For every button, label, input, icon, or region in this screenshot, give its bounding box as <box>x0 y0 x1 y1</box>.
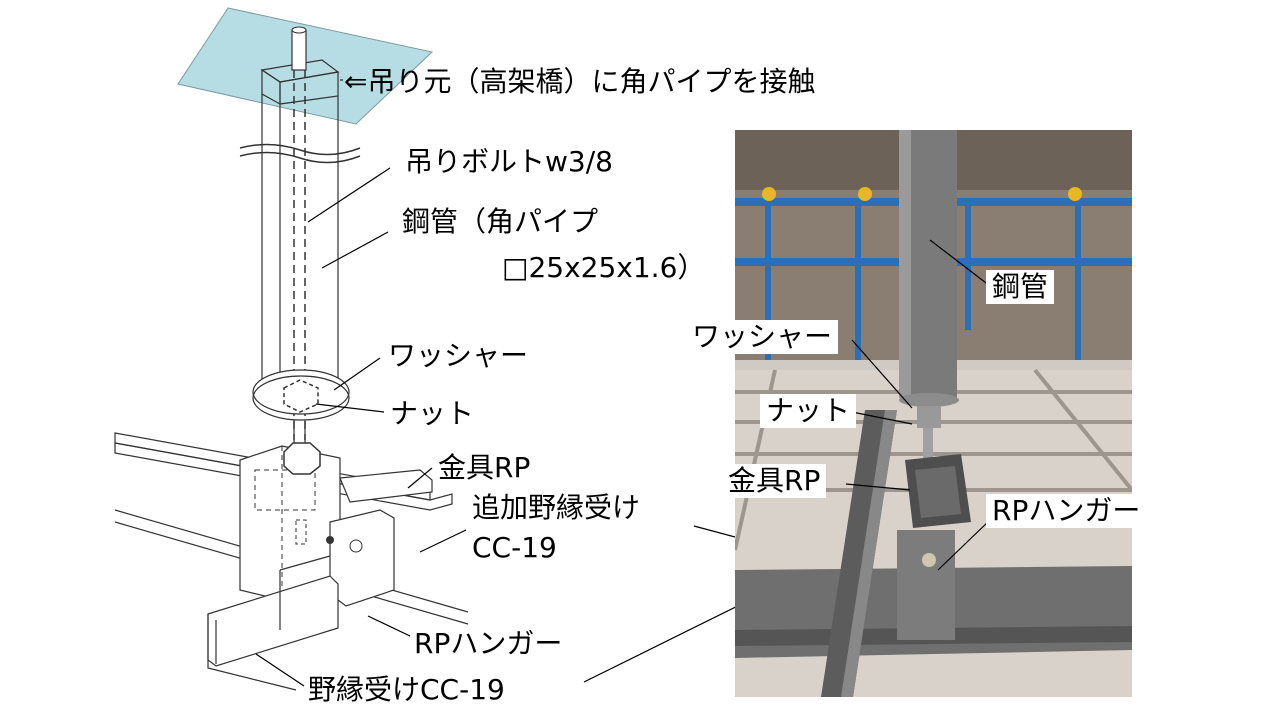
photo-label-nut: ナット <box>760 394 857 428</box>
label-bolt: 吊りボルトw3/8 <box>405 145 613 178</box>
label-additional-runner-line2: CC-19 <box>472 531 557 564</box>
label-top-note: ⇐吊り元（高架橋）に角パイプを接触 <box>344 65 816 98</box>
nut-shape <box>283 442 321 475</box>
photo-label-steel-pipe: 鋼管 <box>986 270 1055 304</box>
label-nut: ナット <box>390 397 475 430</box>
label-additional-runner-line1: 追加野縁受け <box>472 491 641 524</box>
washer-shape <box>252 369 350 415</box>
label-washer: ワッシャー <box>388 339 529 372</box>
bolt-top <box>291 29 307 71</box>
label-steel-pipe-line2: □25x25x1.6） <box>502 251 706 284</box>
photo-label-hanger: RPハンガー <box>986 494 1147 528</box>
photo-label-washer: ワッシャー <box>686 320 839 354</box>
label-hanger: RPハンガー <box>414 627 563 660</box>
photo-label-fitting: 金具RP <box>722 464 827 498</box>
label-runner: 野縁受けCC-19 <box>308 673 505 706</box>
label-steel-pipe-line1: 鋼管（角パイプ <box>402 205 599 238</box>
label-fitting: 金具RP <box>438 451 531 484</box>
